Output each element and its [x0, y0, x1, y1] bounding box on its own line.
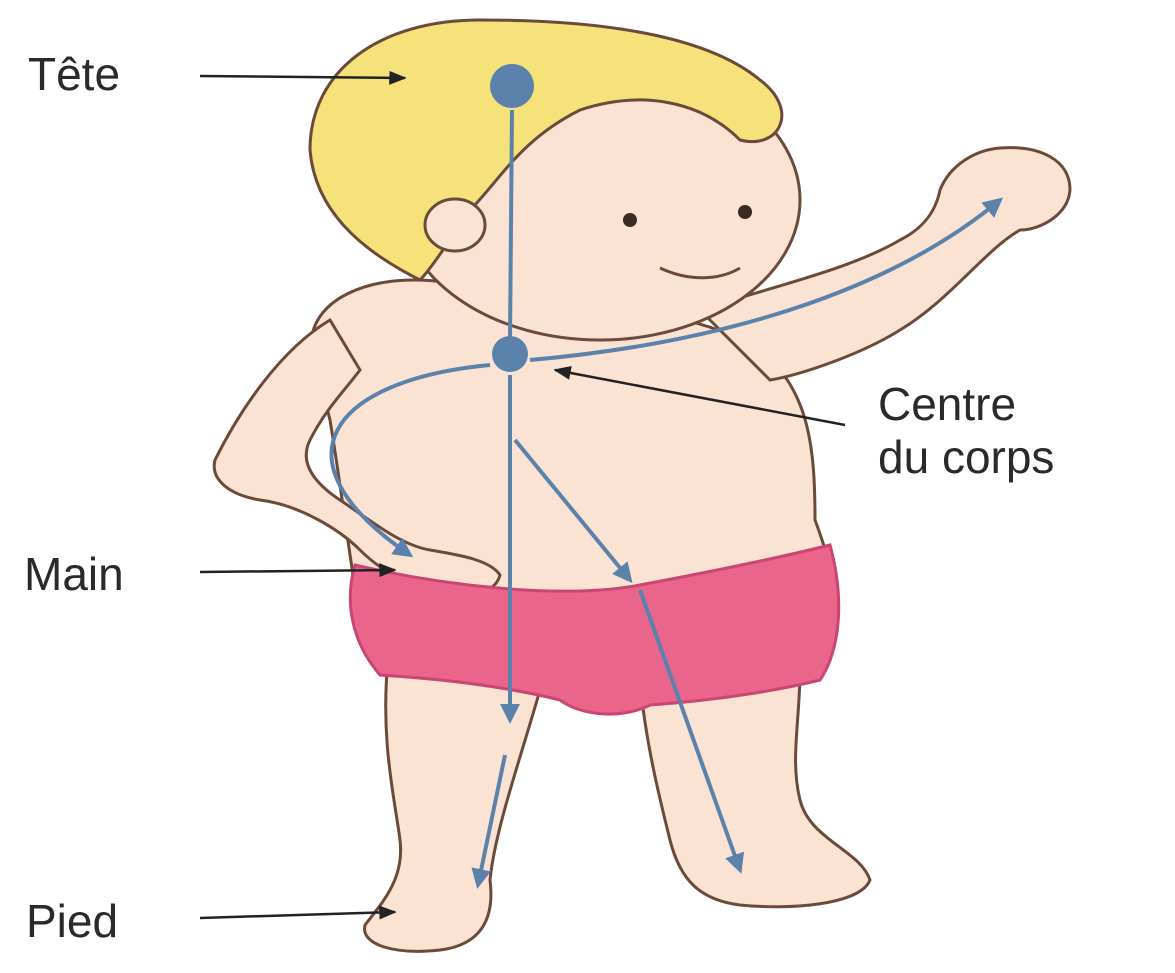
label-body-center: Centre du corps — [878, 378, 1054, 484]
head-point — [490, 64, 534, 108]
label-hand: Main — [24, 548, 124, 601]
label-body-center-line1: Centre — [878, 378, 1054, 431]
right-leg — [640, 670, 870, 907]
ear — [425, 199, 485, 251]
label-foot: Pied — [26, 895, 118, 948]
label-head: Tête — [28, 48, 120, 101]
left-leg — [365, 660, 540, 951]
label-body-center-line2: du corps — [878, 431, 1054, 484]
body-center-point — [492, 336, 528, 372]
left-eye — [623, 213, 637, 227]
foot-leader — [200, 912, 395, 918]
right-eye — [738, 205, 752, 219]
head-to-center-line — [510, 110, 512, 340]
